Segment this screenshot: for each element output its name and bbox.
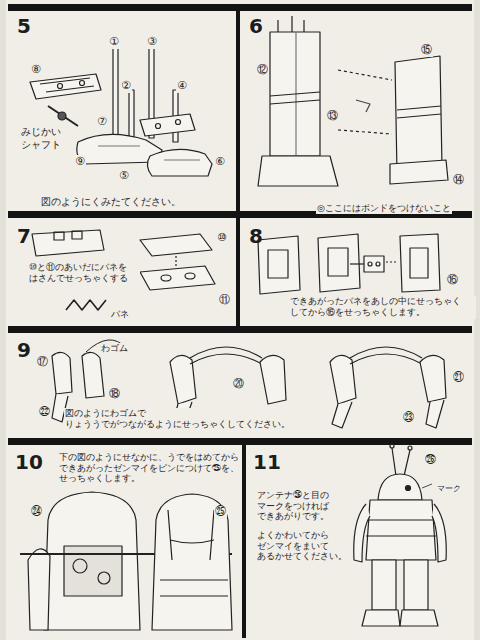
instruction-text: みじかい シャフト <box>20 126 74 151</box>
step-number: 8 <box>248 224 264 249</box>
callout-number: ⑭ <box>452 173 465 187</box>
step-number: 11 <box>252 450 282 475</box>
callout-number: ⑥ <box>214 155 226 169</box>
instruction-text: アンテナ㉖と目の マークをつければ できあがりです。 <box>256 490 348 522</box>
callout-number: ⑬ <box>326 109 339 123</box>
callout-number: ⑱ <box>108 387 121 401</box>
instruction-text: わゴム <box>100 343 129 354</box>
instruction-text: 図のようにくみたてください。 <box>40 196 182 209</box>
instruction-text: ◎ここにはボンドをつけないこと <box>316 203 452 214</box>
callout-number: ⑮ <box>420 43 433 57</box>
callout-number: ⑩ <box>216 231 228 245</box>
instruction-text: マーク <box>436 484 462 494</box>
callout-number: ⑰ <box>36 355 49 369</box>
panel-bars <box>8 4 472 638</box>
step8-drawing <box>258 234 440 294</box>
step5-drawing <box>30 46 212 176</box>
callout-number: ⑫ <box>256 63 269 77</box>
callout-number: ② <box>120 79 132 93</box>
callout-number: ⑧ <box>30 63 42 77</box>
step9-drawing <box>52 340 446 430</box>
instruction-text: できあがったバネをあしの中にせっちゃく してから⑯をせっちゃくします。 <box>289 296 476 319</box>
step-number: 5 <box>16 14 32 39</box>
callout-number: ① <box>108 35 120 49</box>
callout-number: ④ <box>176 79 188 93</box>
callout-number: ⑦ <box>96 115 108 129</box>
step10-drawing <box>20 492 232 630</box>
instruction-text: バネ <box>110 309 130 320</box>
step-number: 10 <box>14 450 44 475</box>
callout-number: ㉕ <box>214 505 227 519</box>
callout-number: ㉑ <box>452 371 465 385</box>
callout-number: ⑤ <box>118 169 130 183</box>
callout-number: ㉓ <box>402 411 415 425</box>
instruction-text: 下の図のようにせなかに、うでをはめてから できあがったゼンマイをピンにつけて㉕を… <box>58 452 240 484</box>
step6-drawing <box>258 16 448 186</box>
callout-number: ⑨ <box>74 155 86 169</box>
callout-number: ㉒ <box>38 405 51 419</box>
step-number: 7 <box>16 224 32 249</box>
callout-number: ⑯ <box>446 273 459 287</box>
callout-number: ㉖ <box>424 453 437 467</box>
callout-number: ⑳ <box>232 377 245 391</box>
step-number: 6 <box>248 14 264 39</box>
callout-number: ⑪ <box>218 293 231 307</box>
step11-drawing <box>354 444 447 626</box>
instruction-text: よくかわいてから ゼンマイをまいて あるかせてください。 <box>256 530 348 562</box>
callout-number: ㉔ <box>30 505 43 519</box>
callout-number: ③ <box>146 35 158 49</box>
instruction-text: ⑩と⑪のあいだにバネを はさんでせっちゃくする <box>28 262 140 285</box>
instruction-text: 図のようにわゴムで りょううでがつながるようにせっちゃくしてください。 <box>64 408 316 431</box>
step-number: 9 <box>16 338 32 363</box>
